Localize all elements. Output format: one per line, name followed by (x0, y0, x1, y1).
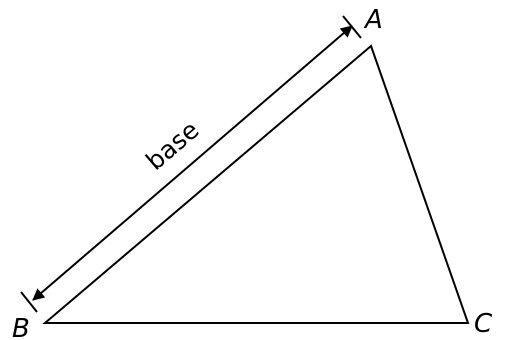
dimension-tick-bottom (20, 291, 38, 313)
base-label: base (140, 115, 204, 176)
base-dimension-line (32, 25, 353, 301)
triangle-abc (42, 44, 470, 324)
dimension-tick-top (342, 15, 362, 39)
vertex-label-c: C (474, 309, 493, 339)
vertex-label-b: B (12, 314, 30, 340)
vertex-label-a: A (363, 5, 383, 35)
